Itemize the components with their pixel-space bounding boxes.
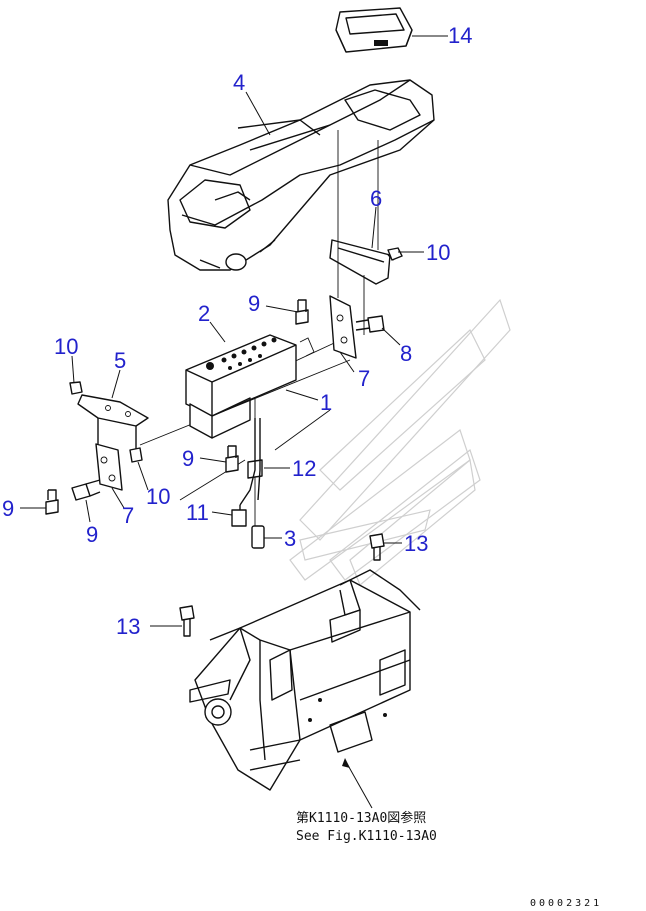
callout-3: 3 bbox=[284, 526, 296, 551]
callout-2: 2 bbox=[198, 301, 210, 326]
part-13-bolts bbox=[179, 533, 385, 637]
part-5-bracket bbox=[77, 394, 149, 452]
part-10-clip-upper bbox=[69, 381, 83, 395]
callout-9-mid: 9 bbox=[182, 446, 194, 471]
leader-lines bbox=[20, 35, 448, 809]
callout-5: 5 bbox=[114, 348, 126, 373]
callout-10-upper-left: 10 bbox=[54, 334, 78, 359]
part-8-bolt bbox=[355, 315, 385, 333]
callout-labels: 14 4 6 10 2 9 8 7 1 10 5 10 7 9 12 11 3 … bbox=[2, 23, 472, 639]
callout-8: 8 bbox=[400, 341, 412, 366]
drawing-code: 00002321 bbox=[530, 898, 602, 909]
part-9-bolts bbox=[45, 299, 309, 515]
part-9-bolt-lower bbox=[71, 479, 101, 501]
callout-6: 6 bbox=[370, 186, 382, 211]
watermark-logo bbox=[289, 298, 511, 586]
frame-assembly bbox=[189, 569, 421, 791]
callout-11: 11 bbox=[186, 500, 209, 525]
callout-7-right: 7 bbox=[358, 366, 370, 391]
part-6-bracket bbox=[329, 239, 395, 285]
callout-9-top: 9 bbox=[248, 291, 260, 316]
part-4-console-cover bbox=[167, 79, 435, 271]
reference-note-en: See Fig.K1110-13A0 bbox=[296, 829, 437, 844]
callout-1: 1 bbox=[320, 390, 332, 415]
callout-13-right: 13 bbox=[404, 531, 428, 556]
callout-10-lower-left: 10 bbox=[146, 484, 170, 509]
callout-7-left: 7 bbox=[122, 503, 134, 528]
callout-4: 4 bbox=[233, 70, 245, 95]
callout-14: 14 bbox=[448, 23, 472, 48]
callout-9-bottom: 9 bbox=[86, 522, 98, 547]
part-7-bracket-right bbox=[329, 295, 357, 359]
part-10-clip-right bbox=[387, 247, 403, 261]
part-14-tray bbox=[335, 7, 413, 53]
part-7-bracket-left bbox=[95, 443, 123, 491]
callout-9-left: 9 bbox=[2, 496, 14, 521]
part-3-fitting bbox=[251, 525, 265, 549]
callout-13-left: 13 bbox=[116, 614, 140, 639]
callout-12: 12 bbox=[292, 456, 316, 481]
part-10-clip-lower bbox=[129, 447, 143, 463]
part-11-harness bbox=[231, 418, 261, 527]
part-2-switch-panel bbox=[185, 334, 315, 439]
callout-10-right: 10 bbox=[426, 240, 450, 265]
reference-note-jp: 第K1110-13A0図参照 bbox=[296, 810, 426, 826]
